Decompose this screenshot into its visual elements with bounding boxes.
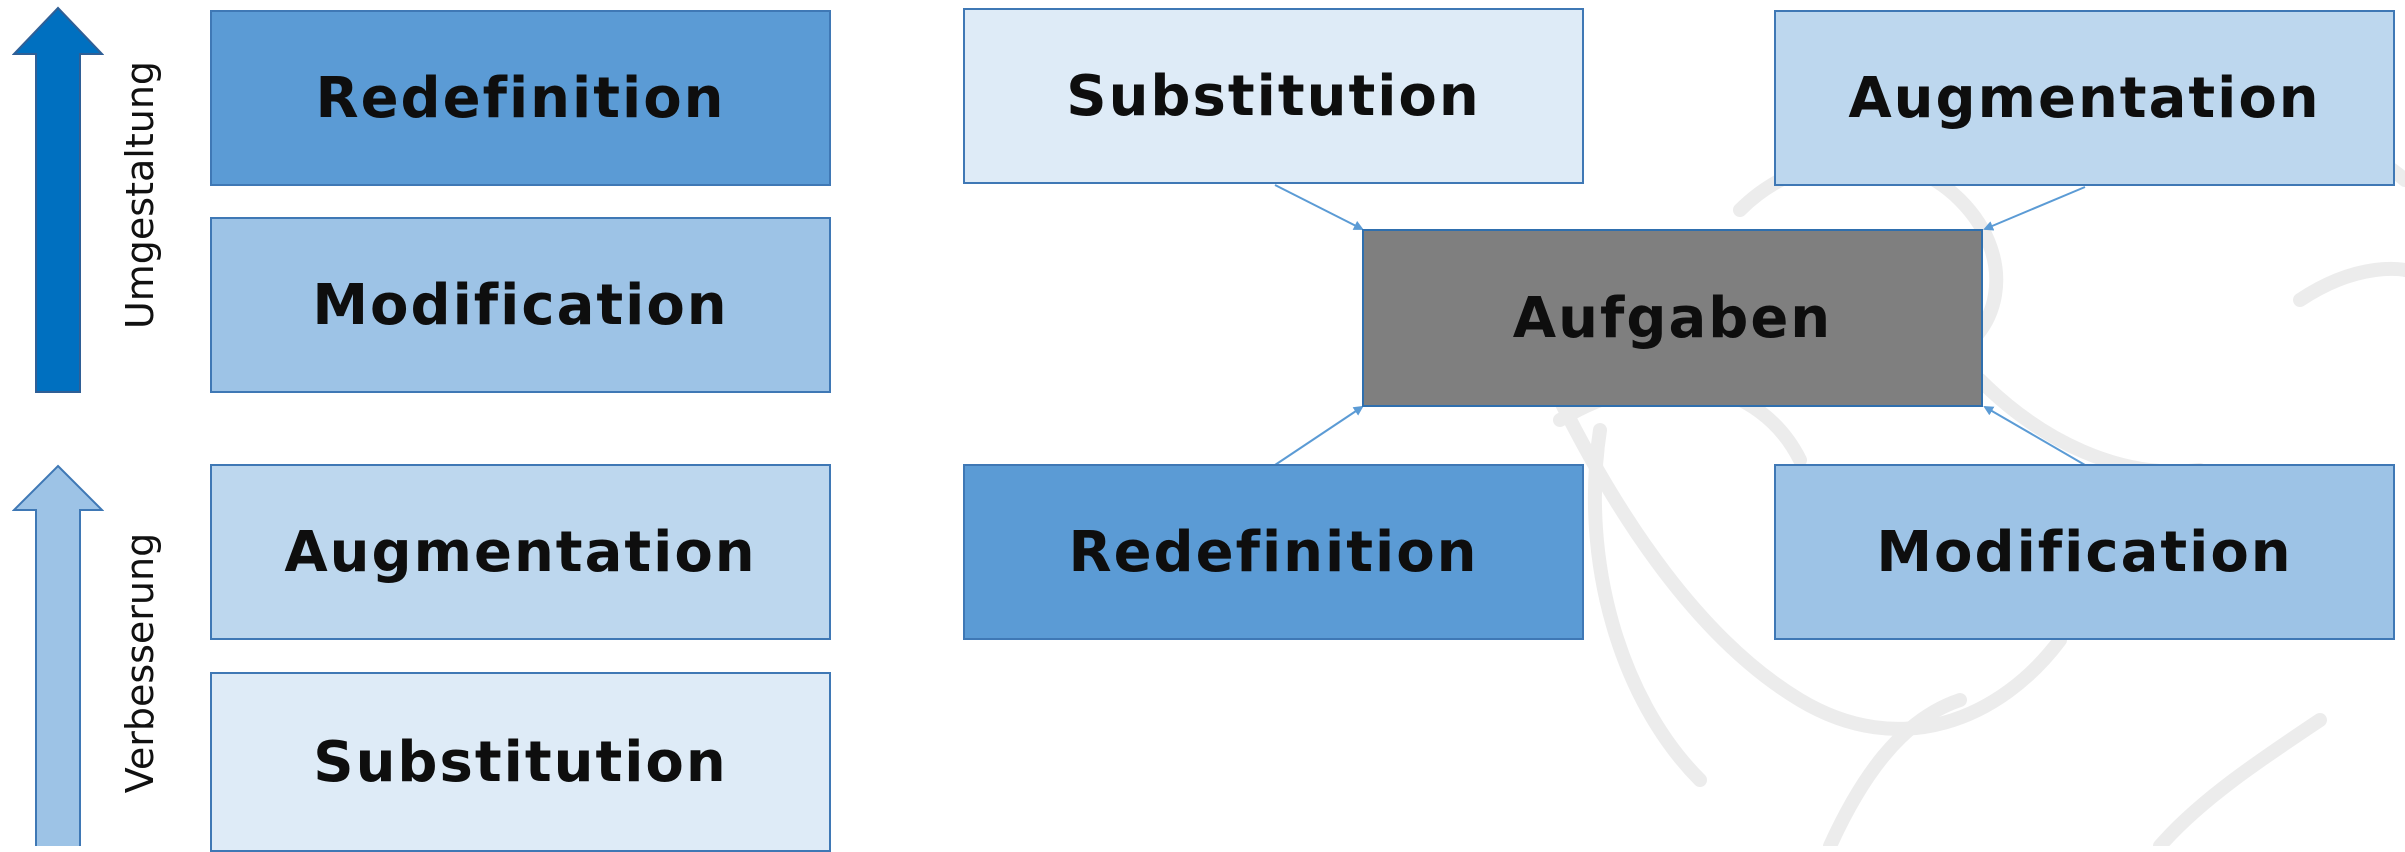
connector-bottom-left <box>1274 405 1364 466</box>
upward-arrow-dark <box>12 6 104 393</box>
stack-box-augmentation: Augmentation <box>210 464 831 640</box>
node-augmentation: Augmentation <box>1774 10 2395 186</box>
connector-top-right <box>1983 186 2086 231</box>
node-modification: Modification <box>1774 464 2395 640</box>
upward-arrow-light <box>12 464 104 846</box>
stack-box-redefinition: Redefinition <box>210 10 831 186</box>
upper-arrow-label: Umgestaltung <box>118 60 162 330</box>
connector-bottom-right <box>1983 405 2086 466</box>
stack-box-modification: Modification <box>210 217 831 393</box>
node-redefinition: Redefinition <box>963 464 1584 640</box>
node-aufgaben-center: Aufgaben <box>1362 229 1983 407</box>
lower-arrow-label: Verbesserung <box>118 532 162 794</box>
stack-box-substitution: Substitution <box>210 672 831 852</box>
connector-top-left <box>1274 184 1364 230</box>
node-substitution: Substitution <box>963 8 1584 184</box>
